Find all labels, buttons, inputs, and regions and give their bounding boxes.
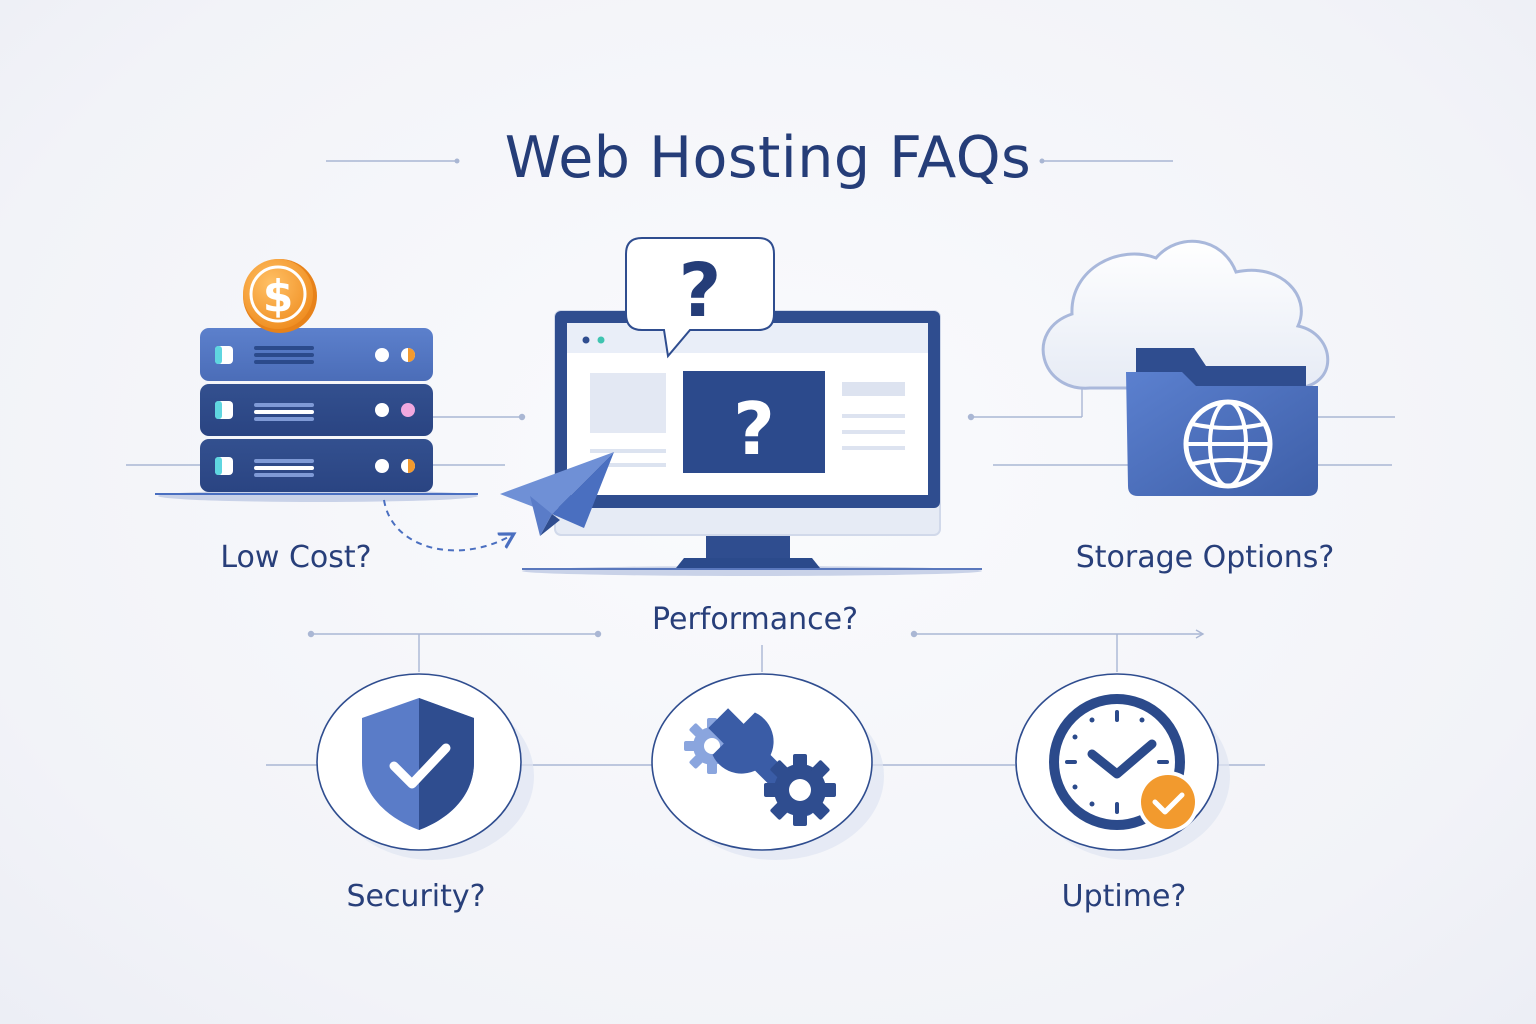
dollar-sign: $ bbox=[263, 271, 294, 322]
uptime-clock-badge bbox=[1015, 673, 1230, 860]
page-title: Web Hosting FAQs bbox=[504, 125, 1032, 191]
speech-bubble-icon: ? bbox=[625, 237, 775, 359]
label-storage-options: Storage Options? bbox=[1075, 540, 1335, 575]
bubble-question-mark: ? bbox=[679, 248, 722, 334]
cloud-icon bbox=[1041, 239, 1330, 390]
connector-lines bbox=[126, 386, 1395, 766]
label-performance: Performance? bbox=[651, 602, 859, 637]
folder-globe-icon bbox=[1126, 348, 1318, 496]
performance-tools-badge bbox=[651, 673, 884, 860]
label-security: Security? bbox=[346, 879, 486, 914]
server-stack-icon bbox=[155, 328, 478, 502]
dashed-arrow bbox=[383, 499, 512, 552]
label-low-cost: Low Cost? bbox=[220, 540, 372, 575]
paper-plane-icon bbox=[500, 452, 614, 536]
monitor-question-mark: ? bbox=[733, 387, 775, 471]
title-decor-lines bbox=[326, 158, 1173, 164]
label-uptime: Uptime? bbox=[1061, 879, 1187, 914]
dollar-coin-icon: $ bbox=[243, 259, 317, 333]
security-shield-badge bbox=[316, 673, 534, 860]
monitor-icon: ? bbox=[522, 310, 982, 576]
